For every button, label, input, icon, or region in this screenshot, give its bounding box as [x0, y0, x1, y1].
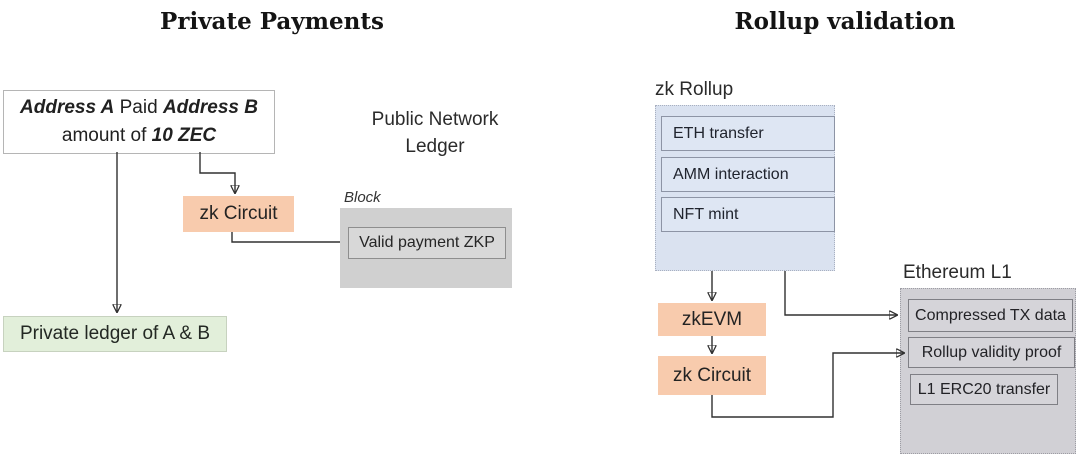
public-network-ledger-line2: Ledger — [405, 136, 465, 157]
amount-prefix-text: amount of — [61, 125, 152, 146]
payment-statement-line2: amount of 10 ZEC — [62, 122, 216, 150]
block-container: Valid payment ZKP — [340, 208, 512, 288]
private-ledger-box: Private ledger of A & B — [3, 316, 227, 352]
private-payments-title: Private Payments — [160, 8, 384, 35]
rollup-tx-amm-interaction: AMM interaction — [661, 157, 835, 192]
payment-statement-box: Address A Paid Address B amount of 10 ZE… — [3, 90, 275, 154]
zk-circuit-box-left: zk Circuit — [183, 196, 294, 232]
address-b-text: Address B — [162, 97, 258, 118]
zk-rollup-container: ETH transfer AMM interaction NFT mint — [655, 105, 835, 271]
zk-circuit-box-right: zk Circuit — [658, 356, 766, 395]
zk-rollup-label: zk Rollup — [655, 79, 734, 100]
public-network-ledger-line1: Public Network — [371, 109, 499, 130]
address-a-text: Address A — [20, 97, 115, 118]
ethereum-l1-label: Ethereum L1 — [903, 262, 1012, 283]
rollup-tx-nft-mint: NFT mint — [661, 197, 835, 232]
block-label: Block — [344, 189, 381, 206]
ethereum-l1-container: Compressed TX data Rollup validity proof… — [900, 288, 1076, 454]
paid-text: Paid — [114, 97, 163, 118]
l1-compressed-tx-data-box: Compressed TX data — [908, 299, 1073, 332]
rollup-tx-eth-transfer: ETH transfer — [661, 116, 835, 151]
rollup-validation-title: Rollup validation — [734, 8, 956, 35]
amount-text: 10 ZEC — [151, 125, 217, 146]
zkevm-box: zkEVM — [658, 303, 766, 336]
payment-statement-line1: Address A Paid Address B — [20, 94, 258, 122]
l1-erc20-transfer-box: L1 ERC20 transfer — [910, 374, 1058, 405]
public-network-ledger-label: Public Network Ledger — [352, 106, 518, 160]
l1-rollup-validity-proof-box: Rollup validity proof — [908, 337, 1075, 368]
valid-payment-zkp-box: Valid payment ZKP — [348, 227, 506, 259]
